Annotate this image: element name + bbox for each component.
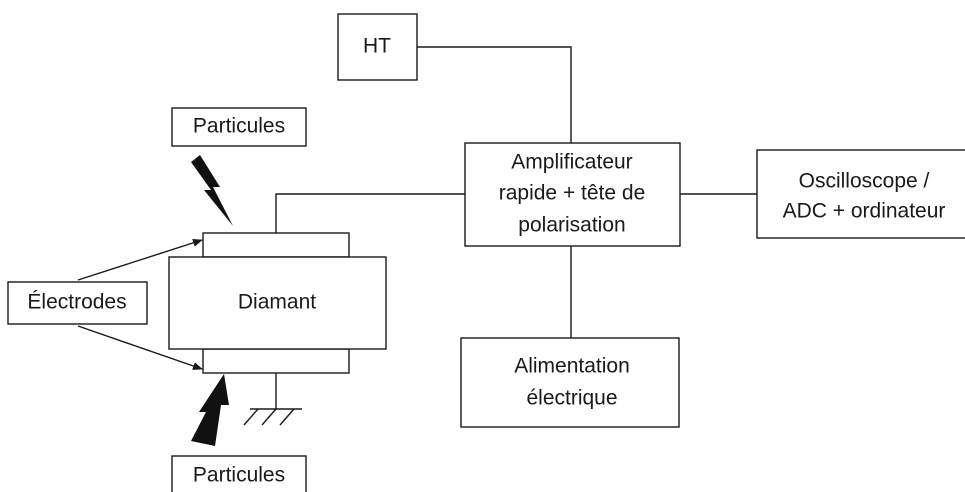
particles-top-label: Particules xyxy=(193,115,285,138)
particles-top-box xyxy=(171,107,307,147)
power-supply-label-line-1: Alimentation xyxy=(514,355,630,378)
power-supply-box xyxy=(460,337,680,428)
particles-bottom-box xyxy=(171,455,307,492)
connection-wires xyxy=(275,46,757,409)
amplifier-label-line-2: rapide + tête de xyxy=(499,182,646,205)
power-supply-label-line-2: électrique xyxy=(526,387,617,410)
arrow-to-top-electrode xyxy=(77,238,203,281)
diamond-label: Diamant xyxy=(238,291,316,314)
ground-icon xyxy=(243,408,302,426)
electrodes-box xyxy=(7,281,148,325)
amplifier-label-line-1: Amplificateur xyxy=(511,151,632,174)
wire-ht-to-amplifier xyxy=(417,46,572,143)
wire-electrode-to-amplifier xyxy=(275,193,465,233)
arrow-to-bottom-electrode xyxy=(77,325,203,370)
lightning-bolt-top-icon xyxy=(191,155,233,226)
particles-bottom-label: Particules xyxy=(193,464,285,487)
lightning-bolt-bottom-icon xyxy=(191,374,229,446)
electrodes-label: Électrodes xyxy=(27,291,126,314)
oscilloscope-label-line-1: Oscilloscope / xyxy=(799,170,930,193)
diamond-detector-box xyxy=(168,256,387,350)
ht-box xyxy=(337,13,418,81)
ht-label: HT xyxy=(363,35,391,58)
top-electrode xyxy=(202,232,350,258)
oscilloscope-label-line-2: ADC + ordinateur xyxy=(783,200,946,223)
amplifier-label-line-3: polarisation xyxy=(518,214,625,237)
amplifier-box xyxy=(464,142,681,247)
bottom-electrode xyxy=(202,348,350,374)
oscilloscope-box xyxy=(756,149,965,239)
